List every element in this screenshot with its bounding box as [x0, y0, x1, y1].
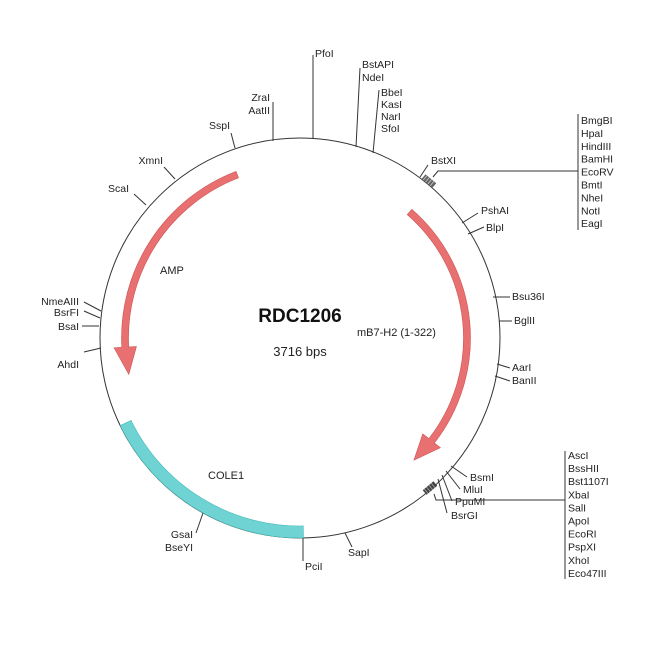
plasmid-size: 3716 bps [273, 344, 327, 359]
site-label[interactable]: XbaI [568, 489, 590, 501]
site-label[interactable]: AscI [568, 450, 588, 462]
plasmid-name: RDC1206 [258, 306, 341, 327]
cole1-feature[interactable] [119, 420, 304, 539]
svg-text:ScaI: ScaI [108, 183, 129, 195]
mcs1-marker[interactable]: BmgBIHpaIHindIIIBamHIEcoRVBmtINheINotIEa… [421, 114, 614, 230]
site-pfoi[interactable]: PfoI [312, 48, 334, 139]
svg-text:BsrGI: BsrGI [451, 510, 478, 522]
site-label[interactable]: ApoI [568, 516, 590, 528]
svg-text:BbeI: BbeI [381, 87, 403, 99]
site-label[interactable]: Eco47III [568, 568, 607, 580]
site-banii[interactable]: BanII [494, 375, 537, 387]
svg-text:ZraI: ZraI [251, 92, 270, 104]
cole1-label: COLE1 [208, 470, 244, 482]
svg-text:BglII: BglII [514, 315, 535, 327]
site-bstxi[interactable]: BstXI [419, 155, 456, 178]
svg-text:KasI: KasI [381, 99, 402, 111]
svg-text:PshAI: PshAI [481, 205, 509, 217]
site-bsrgi[interactable]: BsrGI [437, 478, 478, 522]
svg-text:NarI: NarI [381, 111, 401, 123]
svg-text:SapI: SapI [348, 547, 370, 559]
svg-text:PfoI: PfoI [315, 48, 334, 60]
svg-text:BanII: BanII [512, 375, 537, 387]
svg-text:BlpI: BlpI [486, 222, 504, 234]
site-label[interactable]: HpaI [581, 128, 603, 140]
amp-label: AMP [160, 265, 184, 277]
site-ppumi[interactable]: PpuMI [441, 474, 485, 508]
svg-text:BsrFI: BsrFI [54, 307, 79, 319]
site-blpi[interactable]: BlpI [467, 222, 504, 235]
site-label[interactable]: NheI [581, 192, 603, 204]
site-label[interactable]: PspXI [568, 542, 596, 554]
svg-text:BstXI: BstXI [431, 155, 456, 167]
site-sspi[interactable]: SspI [209, 120, 236, 149]
site-label[interactable]: BmgBI [581, 115, 613, 127]
site-mlui[interactable]: MluI [445, 470, 483, 496]
svg-text:PciI: PciI [305, 561, 323, 573]
site-label[interactable]: EcoRI [568, 529, 597, 541]
svg-text:BsaI: BsaI [58, 321, 79, 333]
site-scai[interactable]: ScaI [108, 183, 147, 206]
svg-text:NdeI: NdeI [362, 72, 384, 84]
svg-text:BsmI: BsmI [470, 472, 494, 484]
site-pshai[interactable]: PshAI [461, 205, 509, 224]
site-nmeaiii[interactable]: NmeAIII [41, 296, 102, 312]
site-bsai[interactable]: BsaI [58, 321, 99, 333]
svg-text:MluI: MluI [463, 484, 483, 496]
site-label[interactable]: EagI [581, 218, 603, 230]
svg-text:XmnI: XmnI [138, 155, 163, 167]
amp-feature-arrow[interactable] [113, 170, 239, 376]
site-label[interactable]: BssHII [568, 463, 599, 475]
site-aari[interactable]: AarI [496, 362, 531, 374]
svg-text:Bsu36I: Bsu36I [512, 291, 545, 303]
site-bsmi[interactable]: BsmI [450, 465, 494, 484]
site-label[interactable]: HindIII [581, 141, 611, 153]
site-bglii[interactable]: BglII [499, 315, 535, 327]
site-sapi[interactable]: SapI [344, 532, 370, 559]
site-label[interactable]: XhoI [568, 555, 590, 567]
insert-feature-arrow[interactable] [406, 208, 471, 461]
svg-text:SfoI: SfoI [381, 123, 400, 135]
svg-text:AarI: AarI [512, 362, 531, 374]
svg-text:BstAPI: BstAPI [362, 59, 394, 71]
svg-text:AhdI: AhdI [57, 359, 79, 371]
site-label[interactable]: EcoRV [581, 167, 614, 179]
svg-text:AatII: AatII [248, 105, 270, 117]
site-label[interactable]: SalI [568, 502, 586, 514]
svg-text:PpuMI: PpuMI [455, 496, 485, 508]
insert-label: mB7-H2 (1-322) [357, 327, 436, 339]
svg-text:SspI: SspI [209, 120, 230, 132]
site-label[interactable]: Bst1107I [568, 476, 609, 488]
site-bsu36i[interactable]: Bsu36I [493, 291, 545, 303]
site-label[interactable]: NotI [581, 205, 600, 217]
site-xmni[interactable]: XmnI [138, 155, 176, 180]
site-pcii[interactable]: PciI [302, 538, 323, 573]
site-label[interactable]: BmtI [581, 180, 603, 192]
site-ahdi[interactable]: AhdI [57, 347, 102, 371]
svg-text:BseYI: BseYI [165, 542, 193, 554]
svg-text:GsaI: GsaI [171, 529, 193, 541]
site-label[interactable]: BamHI [581, 154, 613, 166]
svg-text:NmeAIII: NmeAIII [41, 296, 79, 308]
site-bsrfi[interactable]: BsrFI [54, 307, 101, 319]
